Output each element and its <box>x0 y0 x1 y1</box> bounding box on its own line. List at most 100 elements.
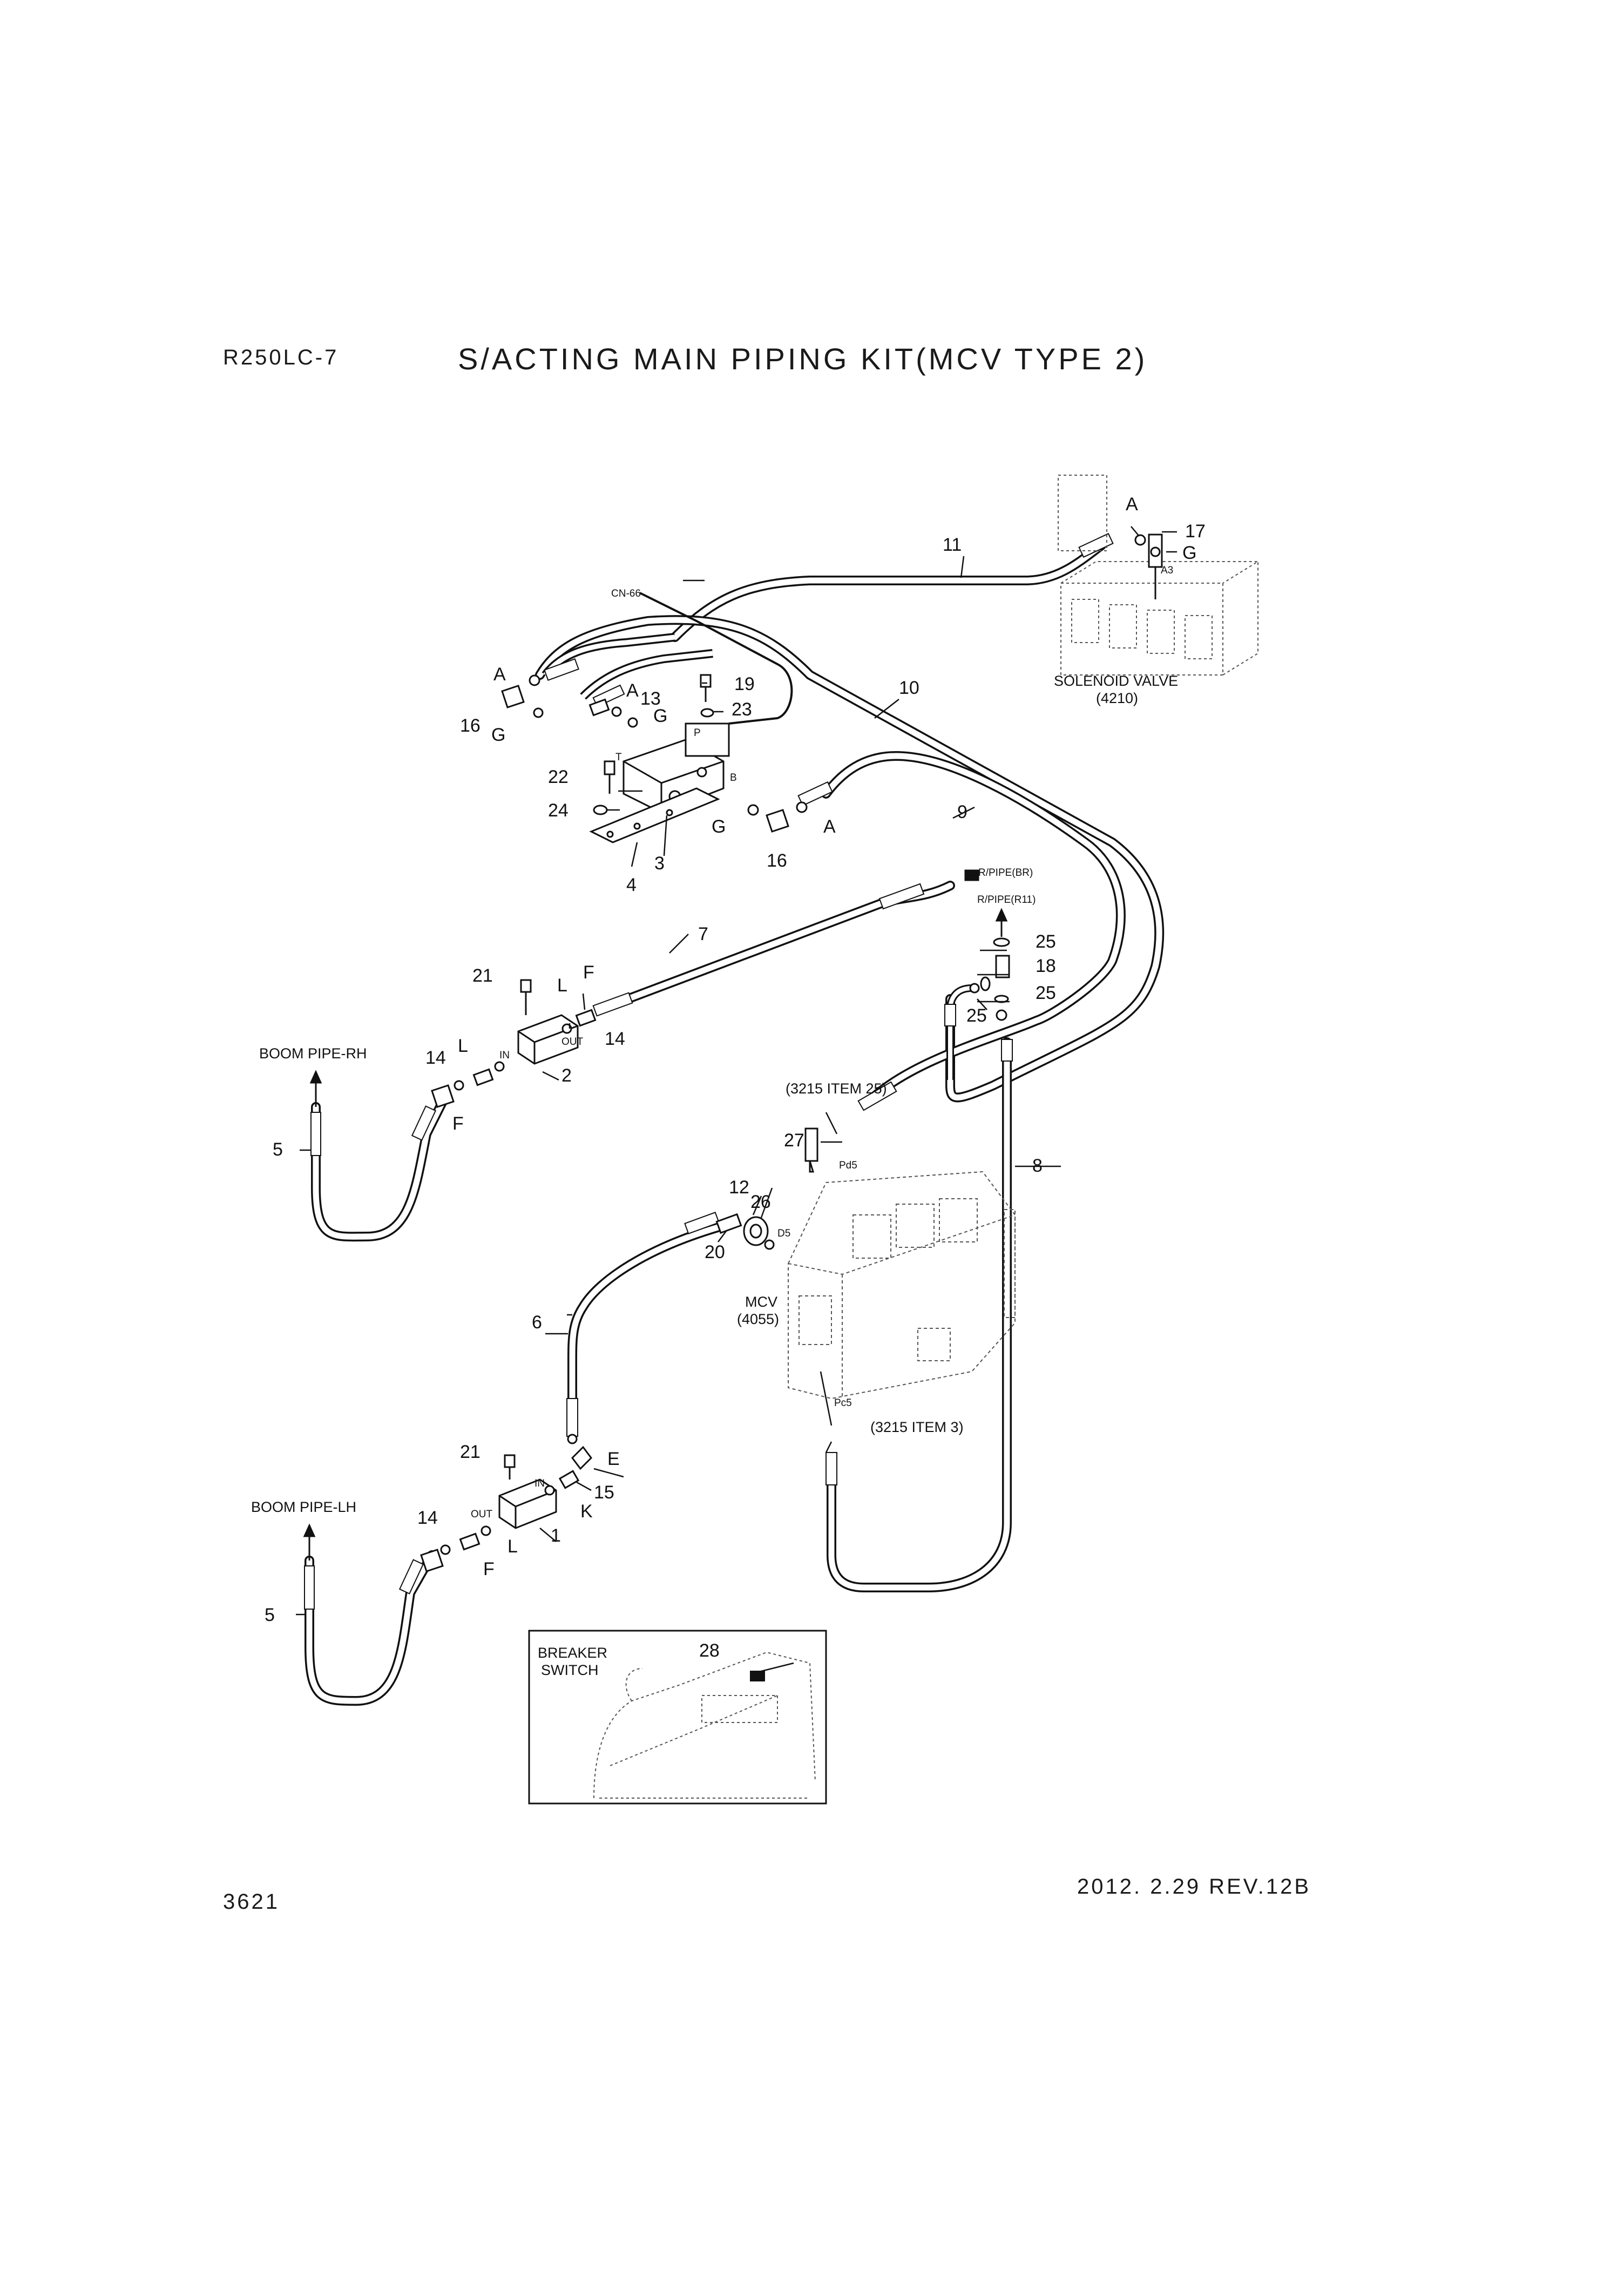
pipe-11 <box>670 541 1106 642</box>
callout-a-13: A <box>626 680 639 701</box>
callout-e: E <box>607 1449 620 1469</box>
callout-15: 15 <box>594 1482 614 1503</box>
callout-5-rh: 5 <box>273 1139 283 1160</box>
callout-4: 4 <box>626 875 637 895</box>
solenoid-code-label: (4210) <box>1096 690 1138 706</box>
callout-25-top: 25 <box>1036 931 1056 952</box>
callout-18: 18 <box>1036 956 1056 976</box>
callout-23: 23 <box>732 699 752 720</box>
callout-l-rh-top: L <box>557 975 567 996</box>
callout-l-rh-left: L <box>458 1036 468 1056</box>
callout-5-lh: 5 <box>265 1605 275 1625</box>
callout-13: 13 <box>640 688 661 709</box>
d5-label: D5 <box>777 1228 790 1239</box>
breaker-inset-frame <box>528 1630 827 1805</box>
boom-pipe-rh-label: BOOM PIPE-RH <box>259 1045 367 1062</box>
rh-in-label: IN <box>499 1050 510 1061</box>
pipe-8 <box>827 1037 1012 1592</box>
mcv-code-label: (4055) <box>737 1311 779 1327</box>
pipe-5-rh <box>311 1097 448 1242</box>
callout-12: 12 <box>729 1177 749 1198</box>
callout-9: 9 <box>957 802 967 822</box>
switch-label: SWITCH <box>541 1662 598 1678</box>
cn66-label: CN-66 <box>611 588 641 599</box>
bolt-19 <box>700 674 714 718</box>
callout-14-rh-left: 14 <box>425 1048 446 1068</box>
callout-17: 17 <box>1185 521 1206 542</box>
fitting-17 <box>1134 533 1163 599</box>
lh-fittings <box>420 1434 592 1572</box>
callout-g-sv: G <box>1182 543 1196 563</box>
hose-crimps <box>304 532 1114 1610</box>
callout-a-left: A <box>493 664 506 685</box>
revision-date: 2012. 2.29 REV.12B <box>1077 1875 1311 1899</box>
item-3215-25-label: (3215 ITEM 25) <box>786 1080 887 1097</box>
lh-in-label: IN <box>534 1478 545 1489</box>
callout-l-lh: L <box>508 1536 518 1557</box>
callout-22: 22 <box>548 767 569 787</box>
drawing-title: S/ACTING MAIN PIPING KIT(MCV TYPE 2) <box>458 342 1148 376</box>
callout-a-sv: A <box>1126 494 1138 515</box>
port-t-label: T <box>615 752 622 763</box>
a3-label: A3 <box>1161 565 1173 576</box>
callout-26: 26 <box>750 1192 771 1212</box>
lh-out-label: OUT <box>471 1509 493 1520</box>
callout-g-left: G <box>491 725 505 745</box>
check-valve-1 <box>498 1454 557 1529</box>
callout-24: 24 <box>548 800 569 821</box>
port-p-label: P <box>694 727 701 739</box>
callout-19: 19 <box>734 674 755 694</box>
pc5-label: Pc5 <box>834 1397 852 1409</box>
callout-f-lh: F <box>483 1559 495 1579</box>
callout-16-right: 16 <box>767 850 787 871</box>
callout-10: 10 <box>899 678 919 698</box>
fitting-16-right <box>747 801 808 833</box>
callout-g-right: G <box>712 816 726 837</box>
arrow-r-pipe <box>964 869 1008 937</box>
callout-f-rh-top: F <box>583 962 594 983</box>
pipe-5-lh <box>304 1550 437 1706</box>
callout-20: 20 <box>705 1242 725 1262</box>
arrow-boom-lh <box>303 1523 316 1561</box>
fitting-13 <box>588 698 638 728</box>
r-pipe-br-label: R/PIPE(BR) <box>978 867 1033 879</box>
callout-16-left: 16 <box>460 715 481 736</box>
breaker-label: BREAKER <box>538 1645 607 1661</box>
mcv-fittings <box>715 1127 818 1250</box>
pipe-9 <box>821 751 1126 1101</box>
callout-27: 27 <box>784 1130 804 1151</box>
bolt-22 <box>593 760 615 815</box>
item-3215-3-label: (3215 ITEM 3) <box>870 1419 964 1435</box>
callout-25-mid: 25 <box>1036 983 1056 1003</box>
breaker-switch-28 <box>750 1671 765 1681</box>
bracket-4 <box>589 787 720 843</box>
solenoid-valve-label: SOLENOID VALVE <box>1054 673 1178 689</box>
callout-21-rh: 21 <box>472 965 493 986</box>
mcv-label: MCV <box>745 1294 777 1310</box>
callout-2: 2 <box>561 1065 572 1086</box>
callout-7: 7 <box>698 924 708 944</box>
callout-a-right: A <box>823 816 836 837</box>
callout-3: 3 <box>654 853 665 874</box>
check-valve-2 <box>517 979 579 1065</box>
boom-pipe-lh-label: BOOM PIPE-LH <box>251 1499 356 1515</box>
wire-cn66 <box>639 592 793 725</box>
labels: CN-66 SOLENOID VALVE (4210) A3 R/PIPE(BR… <box>251 494 1206 1678</box>
rh-out-label: OUT <box>561 1036 584 1048</box>
pipe-6 <box>567 1221 728 1436</box>
callout-1: 1 <box>551 1525 561 1546</box>
pipe-7 <box>594 881 955 1015</box>
port-b-label: B <box>730 772 737 783</box>
model-number: R250LC-7 <box>223 346 339 369</box>
leader-lines <box>296 526 1177 1674</box>
callout-14-lh: 14 <box>417 1508 438 1528</box>
callout-8: 8 <box>1032 1156 1043 1176</box>
callout-g-13: G <box>653 706 667 726</box>
mcv-block <box>788 1171 1016 1400</box>
callout-k: K <box>580 1501 593 1522</box>
r-pipe-r11-label: R/PIPE(R11) <box>977 894 1036 906</box>
fitting-16-left <box>501 674 544 718</box>
callout-6: 6 <box>532 1312 542 1333</box>
callout-21-lh: 21 <box>460 1442 481 1462</box>
